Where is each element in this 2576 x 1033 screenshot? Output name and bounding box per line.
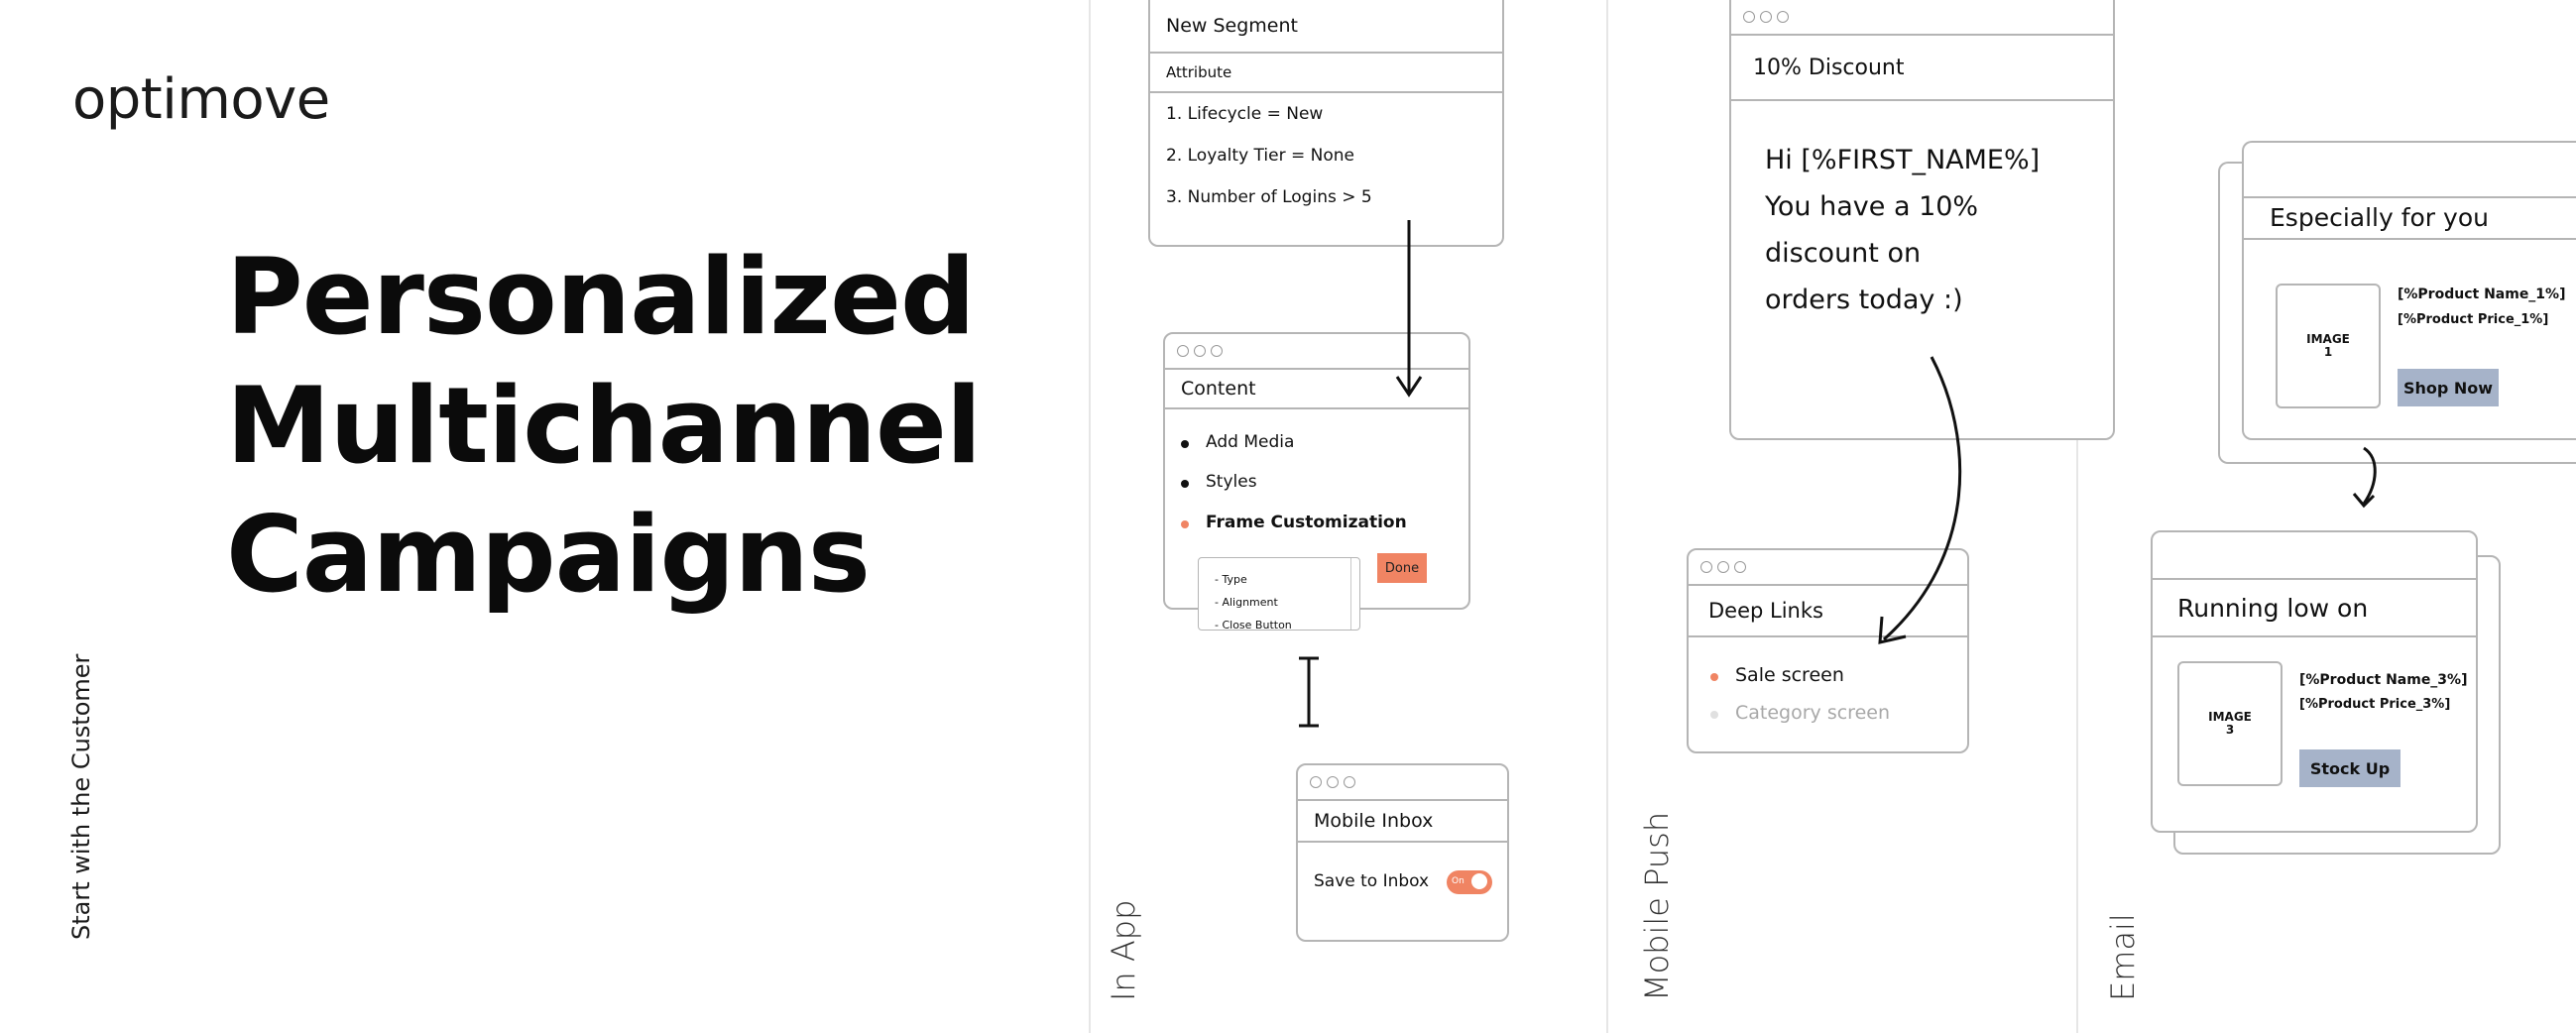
content-item-frame-customization[interactable]: Frame Customization (1206, 513, 1407, 532)
segment-rule: 2. Loyalty Tier = None (1166, 146, 1354, 166)
arrow-down-icon (2352, 446, 2377, 509)
email-header-bar (2153, 532, 2476, 580)
image-number: 3 (2225, 723, 2235, 737)
content-title: Content (1165, 370, 1468, 409)
save-to-inbox-toggle[interactable]: On (1447, 870, 1492, 894)
window-controls (1731, 0, 2113, 36)
frame-customization-submenu: - Type - Alignment - Close Button (1198, 557, 1360, 631)
window-controls (1165, 334, 1468, 370)
channel-label-in-app: In App (1105, 899, 1142, 1001)
bullet (1181, 480, 1189, 488)
submenu-item[interactable]: - Alignment (1215, 596, 1278, 609)
push-message-line: discount on (1765, 238, 1922, 269)
bullet (1181, 440, 1189, 448)
deep-links-card: Deep Links Sale screen Category screen (1687, 548, 1969, 753)
bullet-active (1181, 520, 1189, 528)
push-message-line: You have a 10% (1765, 191, 1979, 222)
headline-line-3: Campaigns (226, 494, 871, 616)
deep-link-category-screen[interactable]: Category screen (1735, 702, 1890, 724)
text-cursor-icon (1299, 656, 1319, 728)
email-card-especially: Especially for you IMAGE 1 [%Product Nam… (2242, 141, 2576, 440)
push-message: Hi [%FIRST_NAME%] You have a 10% discoun… (1765, 137, 2040, 323)
image-number: 1 (2323, 345, 2333, 359)
mobile-inbox-card: Mobile Inbox Save to Inbox On (1296, 763, 1509, 942)
channel-label-email: Email (2104, 913, 2142, 1001)
deep-link-sale-screen[interactable]: Sale screen (1735, 664, 1844, 686)
bullet-active (1710, 673, 1718, 681)
submenu-scrollbar[interactable] (1349, 558, 1351, 630)
email2-product-price: [%Product Price_3%] (2299, 697, 2451, 712)
done-button[interactable]: Done (1377, 553, 1427, 583)
email1-product-price: [%Product Price_1%] (2398, 312, 2549, 327)
divider-mobile-push (1606, 0, 1608, 1033)
toggle-knob (1470, 872, 1488, 890)
segment-title: New Segment (1150, 0, 1502, 54)
image-label: IMAGE (2208, 710, 2252, 724)
email-card-running-low: Running low on IMAGE 3 [%Product Name_3%… (2151, 530, 2478, 833)
email2-product-name: [%Product Name_3%] (2299, 672, 2468, 688)
window-controls (1298, 765, 1507, 801)
segment-attribute-label: Attribute (1150, 54, 1502, 93)
channel-label-mobile-push: Mobile Push (1638, 811, 1676, 1001)
push-notification-card: 10% Discount Hi [%FIRST_NAME%] You have … (1729, 0, 2115, 440)
email2-title: Running low on (2153, 580, 2476, 637)
segment-rule: 1. Lifecycle = New (1166, 104, 1324, 124)
new-segment-card: New Segment Attribute 1. Lifecycle = New… (1148, 0, 1504, 247)
window-controls (1689, 550, 1967, 586)
shop-now-button[interactable]: Shop Now (2398, 369, 2499, 406)
bullet (1710, 711, 1718, 719)
headline-line-1: Personalized (226, 236, 976, 358)
push-message-line: orders today :) (1765, 285, 1963, 315)
save-to-inbox-label: Save to Inbox (1314, 871, 1430, 891)
image-label: IMAGE (2306, 332, 2350, 346)
email-header-bar (2244, 143, 2576, 198)
push-title: 10% Discount (1731, 36, 2113, 101)
email2-product-image: IMAGE 3 (2177, 661, 2283, 786)
page-headline: Personalized Multichannel Campaigns (226, 233, 982, 620)
optimove-logo: optimove (72, 67, 330, 132)
submenu-item[interactable]: - Type (1215, 573, 1247, 586)
tagline: Start with the Customer (67, 653, 95, 940)
email1-product-image: IMAGE 1 (2276, 284, 2381, 408)
submenu-item[interactable]: - Close Button (1215, 619, 1292, 631)
divider-in-app (1089, 0, 1091, 1033)
toggle-label: On (1452, 876, 1464, 886)
divider-email (2076, 0, 2078, 1033)
segment-rule: 3. Number of Logins > 5 (1166, 187, 1372, 207)
stock-up-button[interactable]: Stock Up (2299, 749, 2400, 787)
content-item-add-media[interactable]: Add Media (1206, 432, 1295, 452)
email1-product-name: [%Product Name_1%] (2398, 287, 2566, 302)
content-item-styles[interactable]: Styles (1206, 472, 1257, 492)
push-message-line: Hi [%FIRST_NAME%] (1765, 145, 2041, 175)
deep-links-title: Deep Links (1689, 586, 1967, 637)
headline-line-2: Multichannel (226, 365, 982, 487)
email1-title: Especially for you (2244, 196, 2576, 240)
inbox-title: Mobile Inbox (1298, 801, 1507, 843)
